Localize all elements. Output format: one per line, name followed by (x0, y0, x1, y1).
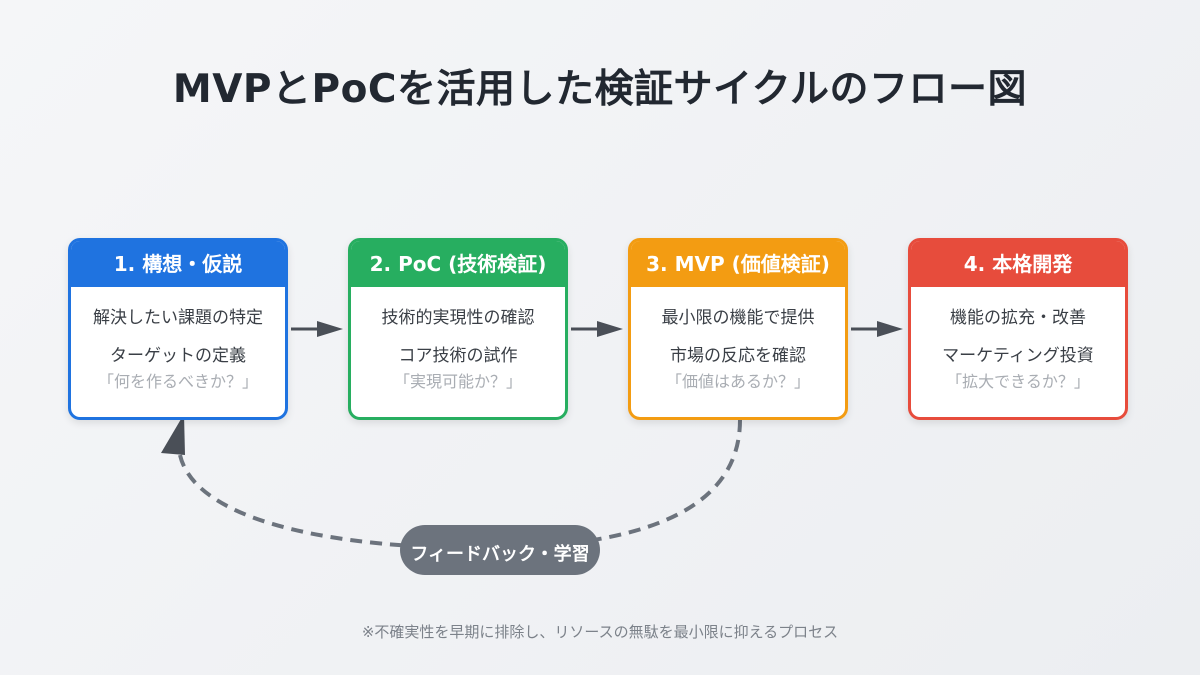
stage-question: 「何を作るべきか？」 (97, 372, 258, 391)
stage-question: 「価値はあるか？」 (665, 372, 810, 391)
stage-header: 3. MVP (価値検証) (631, 241, 845, 287)
stage-card-1: 1. 構想・仮説 解決したい課題の特定 ターゲットの定義 「何を作るべきか？」 (68, 238, 288, 420)
diagram-title: MVPとPoCを活用した検証サイクルのフロー図 (172, 67, 1028, 112)
stage-line: 機能の拡充・改善 (950, 308, 1086, 328)
stage-header: 2. PoC (技術検証) (351, 241, 565, 287)
arrowhead-icon (597, 321, 623, 337)
flow-arrow-1-2 (291, 321, 343, 337)
footnote: ※不確実性を早期に排除し、リソースの無駄を最小限に抑えるプロセス (361, 623, 839, 641)
stage-header: 1. 構想・仮説 (71, 241, 285, 287)
stage-line: 市場の反応を確認 (670, 346, 806, 366)
stage-line: 最小限の機能で提供 (661, 308, 815, 328)
feedback-pill (400, 525, 600, 575)
feedback-label: フィードバック・学習 (410, 544, 590, 565)
stage-card-2: 2. PoC (技術検証) 技術的実現性の確認 コア技術の試作 「実現可能か？」 (348, 238, 568, 420)
arrowhead-icon (317, 321, 343, 337)
stage-line: ターゲットの定義 (110, 346, 246, 366)
stage-question: 「拡大できるか？」 (946, 372, 1090, 391)
stage-card-3: 3. MVP (価値検証) 最小限の機能で提供 市場の反応を確認 「価値はあるか… (628, 238, 848, 420)
flow-arrow-3-4 (851, 321, 903, 337)
stage-line: マーケティング投資 (942, 346, 1094, 366)
stage-card-4: 4. 本格開発 機能の拡充・改善 マーケティング投資 「拡大できるか？」 (908, 238, 1128, 420)
stage-header: 4. 本格開発 (911, 241, 1125, 287)
flow-arrow-2-3 (571, 321, 623, 337)
stage-line: コア技術の試作 (398, 346, 518, 366)
stage-line: 技術的実現性の確認 (381, 308, 535, 328)
feedback-arrowhead-icon (161, 414, 185, 455)
arrowhead-icon (877, 321, 903, 337)
stage-question: 「実現可能か？」 (393, 372, 522, 391)
stage-line: 解決したい課題の特定 (93, 308, 263, 328)
